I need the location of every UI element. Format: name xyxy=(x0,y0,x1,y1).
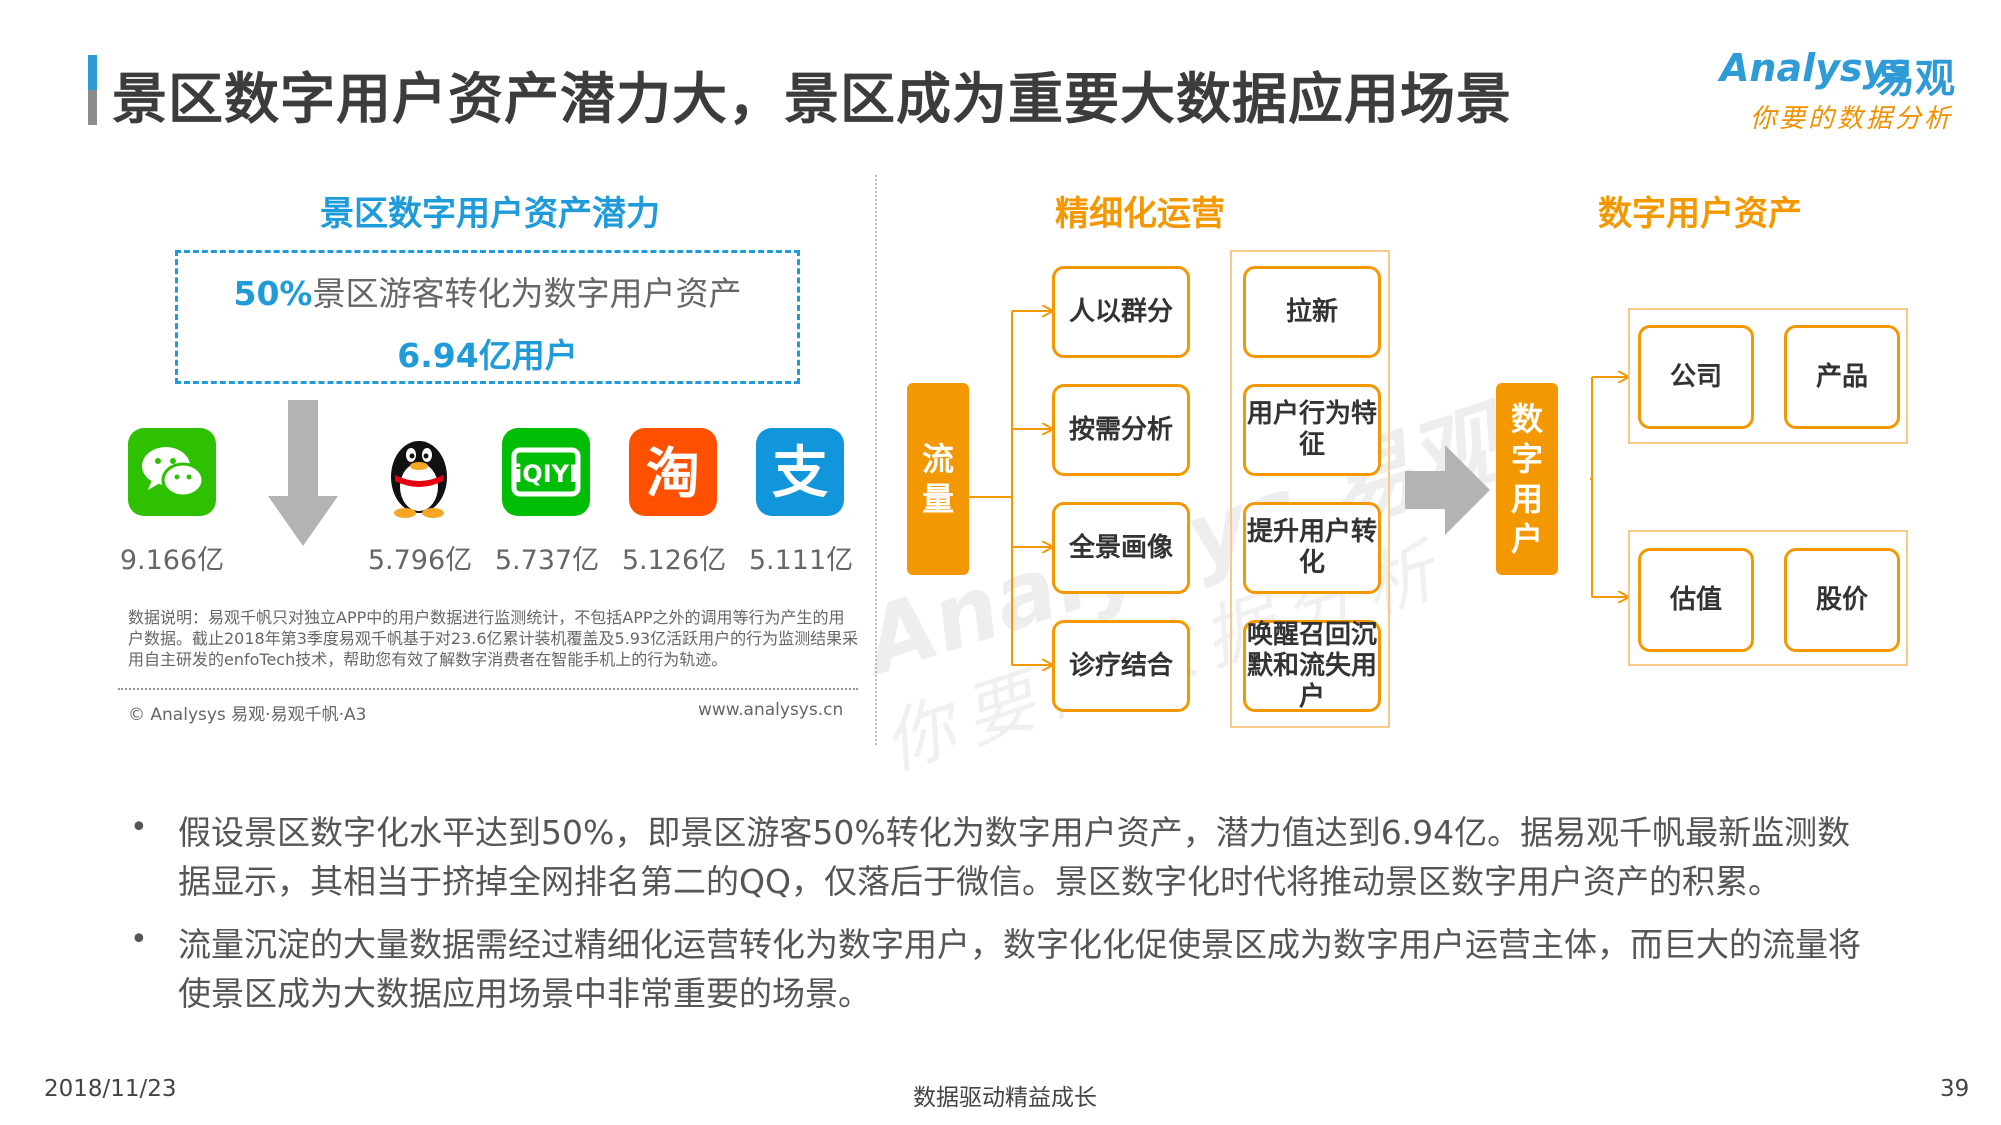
page-title: 景区数字用户资产潜力大，景区成为重要大数据应用场景 xyxy=(112,67,1513,131)
bullet-text-2: 流量沉淀的大量数据需经过精细化运营转化为数字用户，数字化化促使景区成为数字用户运… xyxy=(178,925,1861,1013)
taobao-icon: 淘 xyxy=(629,428,717,516)
wechat-users-value: 9.166亿 xyxy=(119,545,225,576)
operations-heading: 精细化运营 xyxy=(1055,194,1225,234)
wechat-icon xyxy=(128,428,216,516)
segment-box-diagnosis: 诊疗结合 xyxy=(1052,620,1190,712)
svg-text:淘: 淘 xyxy=(646,442,700,505)
segment-box-grouping: 人以群分 xyxy=(1052,266,1190,358)
asset-box-company: 公司 xyxy=(1638,325,1754,429)
assets-top-frame xyxy=(1628,308,1908,444)
logo-chinese: 易观 xyxy=(1875,56,1955,102)
operations-frame xyxy=(1230,250,1390,728)
segment-box-needs-analysis: 按需分析 xyxy=(1052,384,1190,476)
traffic-source-bar: 流 量 xyxy=(907,383,969,575)
potential-percent: 50% xyxy=(233,274,313,313)
bullet-dot: • xyxy=(130,922,148,957)
data-note: 数据说明：易观千帆只对独立APP中的用户数据进行监测统计，不包括APP之外的调用… xyxy=(128,608,859,669)
logo-tagline: 你要的数据分析 xyxy=(1750,104,1954,134)
qq-penguin-icon xyxy=(375,425,463,518)
taobao-users-value: 5.126亿 xyxy=(621,545,727,576)
iqiyi-users-value: 5.737亿 xyxy=(494,545,600,576)
panel-divider xyxy=(875,175,877,745)
operation-box-reactivation: 唤醒召回沉默和流失用户 xyxy=(1243,620,1381,712)
alipay-icon: 支 xyxy=(756,428,844,516)
right-arrow-icon xyxy=(1405,445,1490,535)
operation-box-behavior: 用户行为特征 xyxy=(1243,384,1381,476)
asset-box-valuation: 估值 xyxy=(1638,548,1754,652)
analysys-logo: Analysys 易观 你要的数据分析 xyxy=(1720,46,1970,136)
segment-box-panorama: 全景画像 xyxy=(1052,502,1190,594)
asset-box-stock-price: 股价 xyxy=(1784,548,1900,652)
potential-summary-line1: 50%景区游客转化为数字用户资产 xyxy=(178,267,797,315)
digital-user-bar: 数 字 用 户 xyxy=(1496,383,1558,575)
operation-box-acquisition: 拉新 xyxy=(1243,266,1381,358)
copyright-text: © Analysys 易观·易观千帆·A3 xyxy=(128,705,367,725)
down-arrow-icon xyxy=(268,400,338,546)
note-divider xyxy=(118,688,858,690)
potential-summary-box: 50%景区游客转化为数字用户资产 6.94亿用户 xyxy=(175,250,800,384)
assets-bottom-frame xyxy=(1628,530,1908,666)
operation-box-conversion: 提升用户转化 xyxy=(1243,502,1381,594)
svg-text:iQIYI: iQIYI xyxy=(514,460,578,488)
qq-users-value: 5.796亿 xyxy=(367,545,473,576)
title-accent-bar xyxy=(88,55,97,125)
assets-heading: 数字用户资产 xyxy=(1598,194,1802,234)
left-panel-heading: 景区数字用户资产潜力 xyxy=(320,194,660,234)
alipay-users-value: 5.111亿 xyxy=(748,545,854,576)
page-number: 39 xyxy=(1940,1076,1970,1102)
potential-user-count: 6.94亿用户 xyxy=(397,336,578,375)
website-link[interactable]: www.analysys.cn xyxy=(698,700,844,720)
asset-box-product: 产品 xyxy=(1784,325,1900,429)
footer-date: 2018/11/23 xyxy=(44,1076,177,1102)
potential-description: 景区游客转化为数字用户资产 xyxy=(312,274,742,313)
logo-english: Analysys xyxy=(1720,46,1910,90)
bullet-text-1: 假设景区数字化水平达到50%，即景区游客50%转化为数字用户资产，潜力值达到6.… xyxy=(178,813,1851,901)
bullet-dot: • xyxy=(130,810,148,845)
svg-text:支: 支 xyxy=(772,441,828,506)
footer-slogan: 数据驱动精益成长 xyxy=(913,1085,1097,1111)
iqiyi-icon: iQIYI xyxy=(502,428,590,516)
